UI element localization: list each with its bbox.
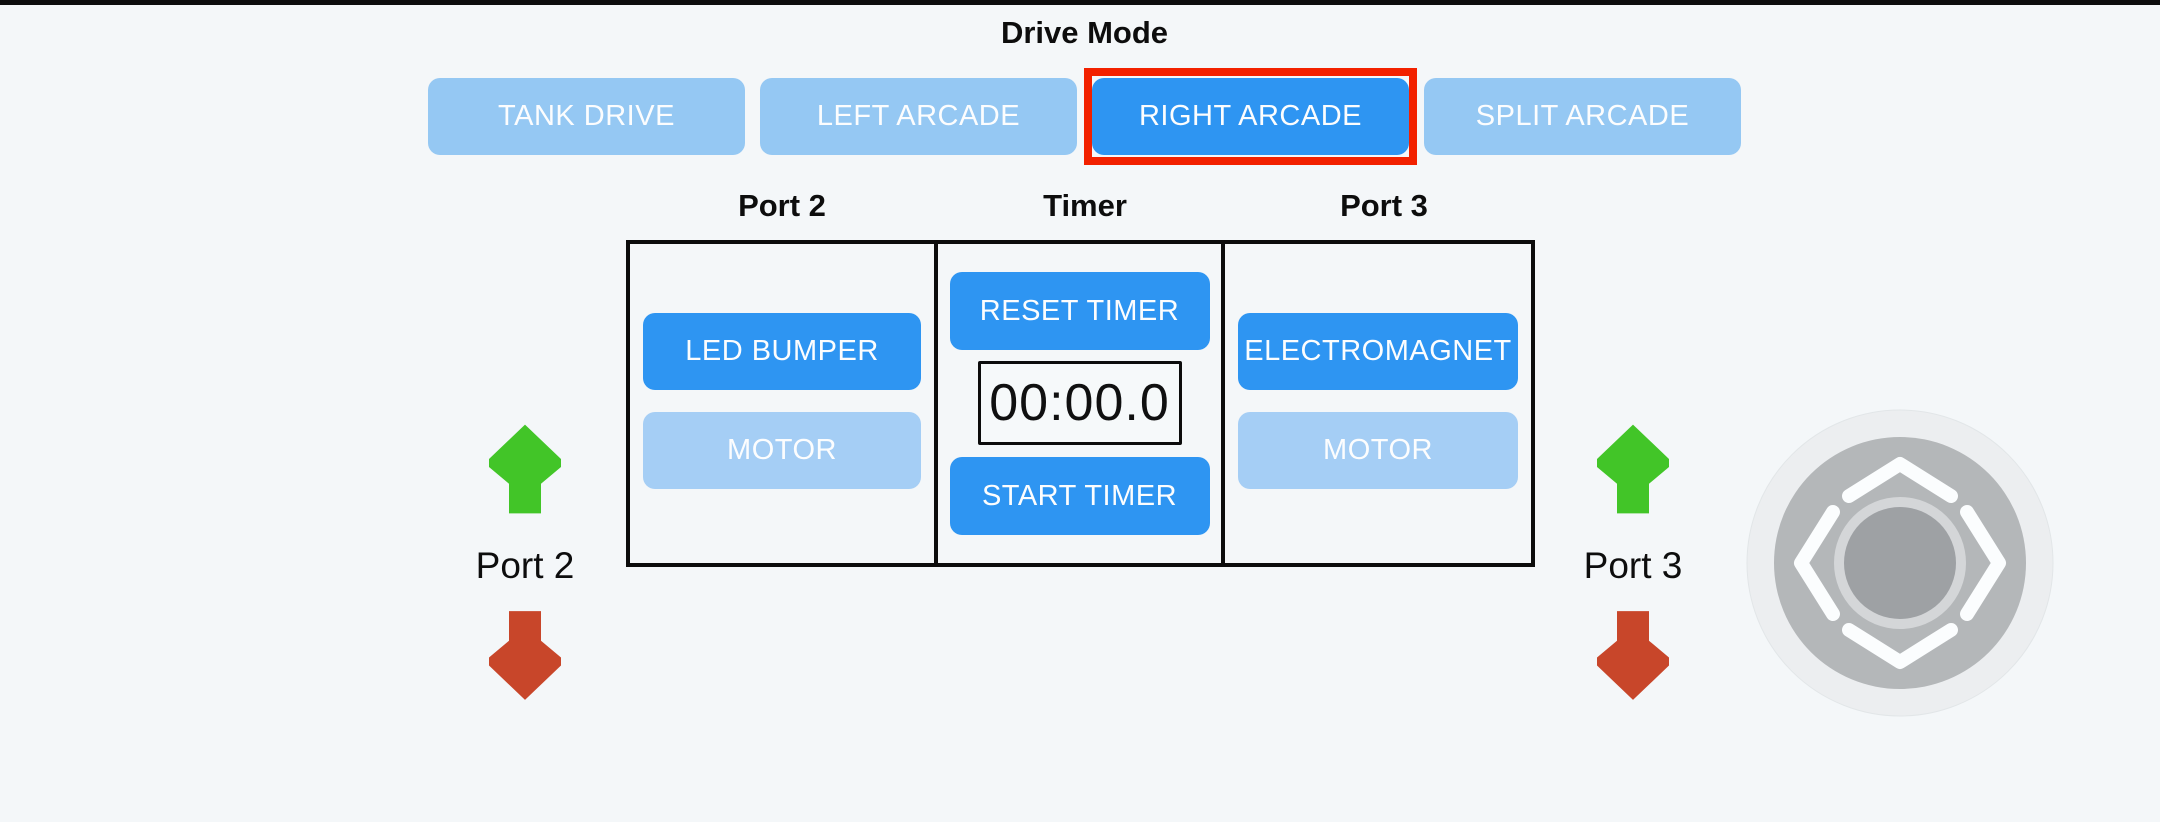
port3-direction-indicator: Port 3 xyxy=(1563,418,1703,703)
left-arcade-button[interactable]: LEFT ARCADE xyxy=(760,78,1077,155)
led-bumper-button[interactable]: LED BUMPER xyxy=(643,313,921,390)
port3-up-arrow-icon[interactable] xyxy=(1593,423,1673,515)
chevron-right-icon xyxy=(1960,505,2006,621)
selected-mode-highlight: RIGHT ARCADE xyxy=(1084,68,1417,165)
port2-column-header: Port 2 xyxy=(738,188,826,223)
chevron-up-icon xyxy=(1842,457,1958,503)
timer-column-header: Timer xyxy=(1043,188,1127,223)
drive-joystick[interactable] xyxy=(1746,409,2054,717)
reset-timer-button[interactable]: RESET TIMER xyxy=(949,272,1210,350)
port3-column: ELECTROMAGNET MOTOR xyxy=(1225,244,1531,563)
port2-motor-button[interactable]: MOTOR xyxy=(643,412,921,489)
top-border-bar xyxy=(0,0,2160,5)
chevron-down-icon xyxy=(1842,623,1958,669)
port3-indicator-label: Port 3 xyxy=(1583,545,1683,586)
port2-column: LED BUMPER MOTOR xyxy=(630,244,934,563)
tank-drive-button[interactable]: TANK DRIVE xyxy=(428,78,745,155)
joystick-knob xyxy=(1844,507,1956,619)
port3-column-header: Port 3 xyxy=(1340,188,1428,223)
electromagnet-button[interactable]: ELECTROMAGNET xyxy=(1238,313,1518,390)
right-arcade-button[interactable]: RIGHT ARCADE xyxy=(1092,78,1409,155)
port3-down-arrow-icon[interactable] xyxy=(1593,608,1673,703)
port2-down-arrow-icon[interactable] xyxy=(485,608,565,703)
timer-display: 00:00.0 xyxy=(977,361,1182,445)
drive-mode-title: Drive Mode xyxy=(1000,15,1169,50)
port3-motor-button[interactable]: MOTOR xyxy=(1238,412,1518,489)
timer-column: RESET TIMER 00:00.0 START TIMER xyxy=(934,244,1225,563)
port2-direction-indicator: Port 2 xyxy=(455,418,595,703)
start-timer-button[interactable]: START TIMER xyxy=(949,457,1210,535)
port2-up-arrow-icon[interactable] xyxy=(485,423,565,515)
split-arcade-button[interactable]: SPLIT ARCADE xyxy=(1424,78,1741,155)
chevron-left-icon xyxy=(1794,505,1840,621)
port2-indicator-label: Port 2 xyxy=(475,545,575,586)
control-panel: LED BUMPER MOTOR RESET TIMER 00:00.0 STA… xyxy=(626,240,1535,567)
